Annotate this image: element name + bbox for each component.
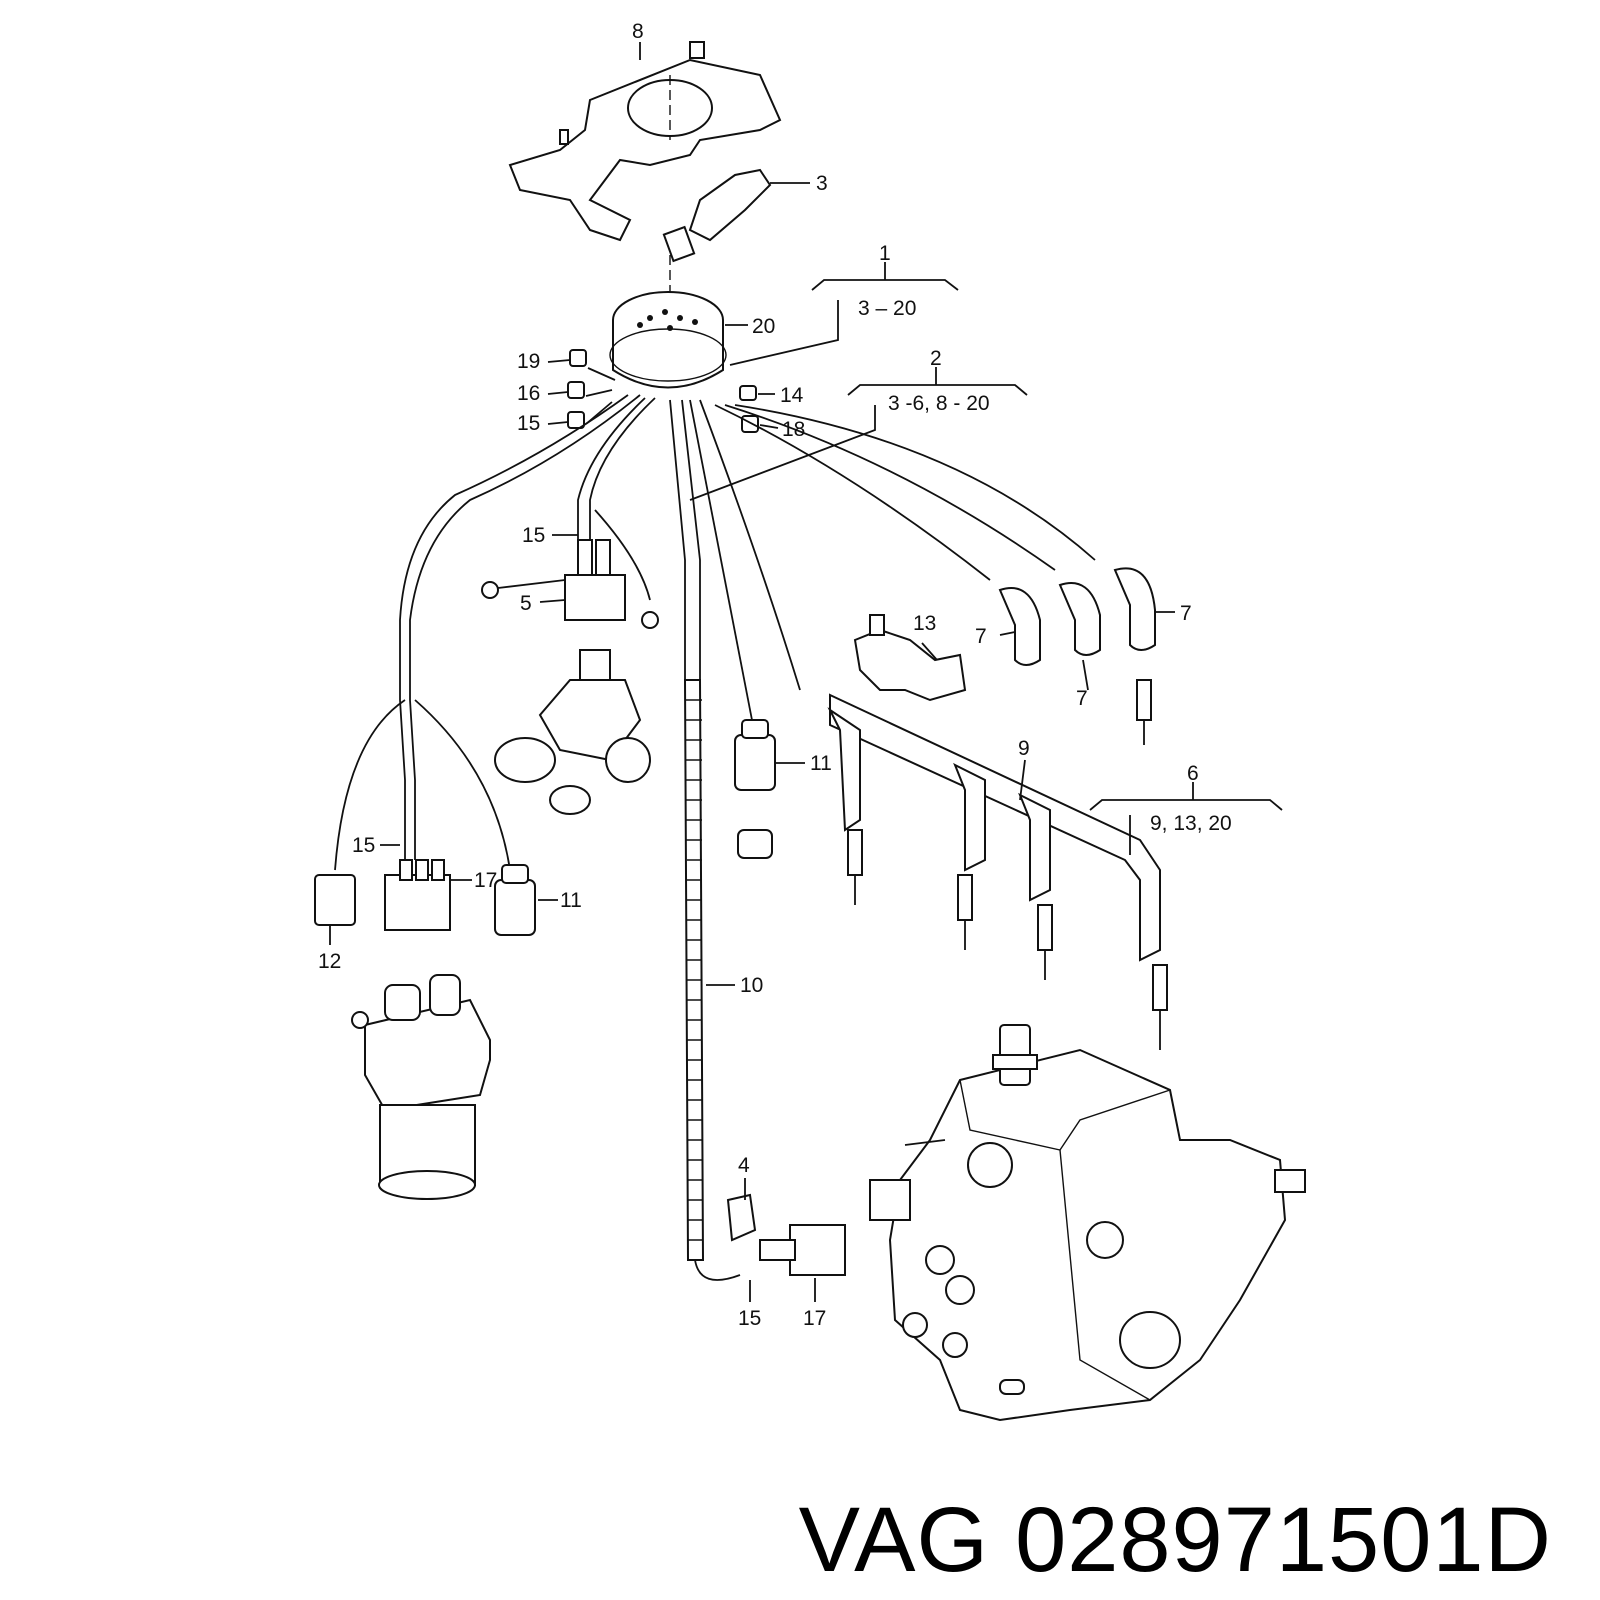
callout-15-relay: 15 — [522, 524, 545, 547]
plug-housing — [384, 859, 451, 931]
callout-20: 20 — [752, 315, 775, 338]
brand-label: VAG — [798, 1489, 990, 1591]
spark-boots — [998, 567, 1156, 745]
callout-10: 10 — [740, 974, 763, 997]
leader-lines — [329, 42, 1283, 1302]
callout-1-range: 3 – 20 — [858, 297, 916, 320]
callout-18: 18 — [782, 418, 805, 441]
callout-12: 12 — [318, 950, 341, 973]
support-bracket — [853, 614, 967, 702]
shutoff-solenoid — [351, 974, 491, 1200]
callout-7-mid: 7 — [1076, 687, 1088, 710]
callout-14: 14 — [780, 384, 804, 407]
callout-4: 4 — [738, 1154, 750, 1177]
plug-housing-lower — [759, 1224, 846, 1276]
coolant-flange — [494, 649, 651, 815]
callout-16: 16 — [517, 382, 540, 405]
mounting-bracket — [508, 41, 782, 242]
callout-11-lower: 11 — [560, 889, 582, 912]
callout-15-top: 15 — [517, 412, 540, 435]
part-number-label: 028971501D — [1015, 1489, 1552, 1591]
callout-6-range: 9, 13, 20 — [1150, 812, 1232, 835]
callout-2-range: 3 -6, 8 - 20 — [888, 392, 990, 415]
callout-8: 8 — [632, 20, 644, 43]
corrugated-conduit — [683, 679, 741, 1281]
callout-1: 1 — [879, 242, 891, 265]
callout-5: 5 — [520, 592, 532, 615]
callout-9: 9 — [1018, 737, 1030, 760]
temperature-sender-lower — [494, 864, 536, 936]
callout-7-left: 7 — [975, 625, 987, 648]
callout-labels: 8 3 1 3 – 20 20 2 3 -6, 8 - 20 19 16 15 … — [318, 20, 1232, 1330]
callout-3: 3 — [816, 172, 828, 195]
callout-6: 6 — [1187, 762, 1199, 785]
callout-7-right: 7 — [1180, 602, 1192, 625]
glow-plug-rail — [827, 693, 1168, 1050]
callout-17-bottom: 17 — [803, 1307, 826, 1330]
callout-13: 13 — [913, 612, 936, 635]
callout-15-bottom: 15 — [738, 1307, 761, 1330]
sensor — [662, 168, 772, 300]
callout-2: 2 — [930, 347, 942, 370]
relay — [481, 539, 659, 629]
cable-clip — [726, 1193, 757, 1242]
harness-cables — [334, 394, 1096, 871]
pin-set — [567, 349, 759, 433]
callout-15-mid: 15 — [352, 834, 375, 857]
callout-11-upper: 11 — [810, 752, 832, 775]
connector-housing — [314, 874, 356, 926]
central-connector — [609, 291, 727, 389]
callout-19: 19 — [517, 350, 540, 373]
injection-pump — [869, 1024, 1306, 1422]
callout-17-left: 17 — [474, 869, 497, 892]
temperature-sender — [734, 719, 776, 859]
